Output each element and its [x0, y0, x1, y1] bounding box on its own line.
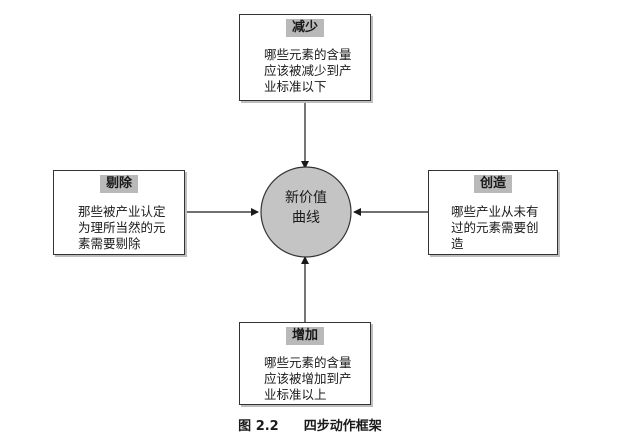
center-label: 新价值 曲线 [285, 190, 327, 226]
figure-caption: 图 2.2 四步动作框架 [0, 415, 620, 434]
eliminate-text: 那些被产业认定 为理所当然的元 素需要剔除 [78, 204, 166, 251]
reduce-box: 减少 哪些元素的含量 应该被减少到产 业标准以下 [239, 14, 371, 101]
reduce-title: 减少 [285, 19, 325, 37]
raise-text: 哪些元素的含量 应该被增加到产 业标准以上 [264, 355, 352, 402]
raise-box: 增加 哪些元素的含量 应该被增加到产 业标准以上 [239, 322, 371, 405]
raise-title: 增加 [285, 327, 325, 345]
create-title: 创造 [473, 175, 513, 193]
figure-number: 图 2.2 [238, 419, 279, 434]
create-box: 创造 哪些产业从未有 过的元素需要创 造 [428, 170, 558, 255]
eliminate-title: 剔除 [99, 175, 139, 193]
create-text: 哪些产业从未有 过的元素需要创 造 [451, 204, 539, 251]
figure-title: 四步动作框架 [303, 419, 382, 434]
new-value-curve-circle [260, 166, 352, 258]
eliminate-box: 剔除 那些被产业认定 为理所当然的元 素需要剔除 [53, 170, 185, 255]
reduce-text: 哪些元素的含量 应该被减少到产 业标准以下 [264, 47, 352, 94]
